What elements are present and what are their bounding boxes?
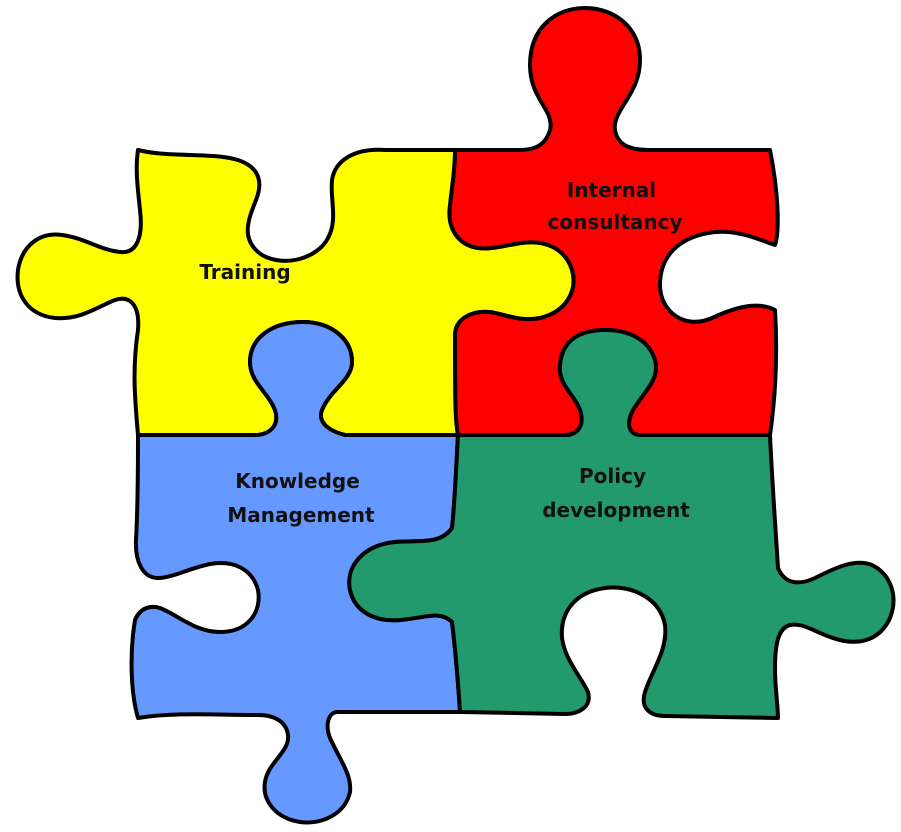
label-internal-consultancy-line-2: consultancy	[547, 210, 682, 234]
piece-knowledge-management-shape	[129, 320, 462, 825]
label-training-line-1: Training	[199, 260, 290, 284]
label-knowledge-management-line-1: Knowledge	[235, 469, 360, 493]
label-policy-development: Policy development	[542, 464, 690, 522]
label-knowledge-management: Knowledge Management	[227, 469, 375, 527]
piece-policy-development: Policy development	[347, 328, 896, 720]
label-policy-development-line-1: Policy	[579, 464, 646, 488]
piece-policy-development-shape	[347, 328, 896, 720]
label-training: Training	[199, 260, 290, 284]
label-knowledge-management-line-2: Management	[227, 503, 375, 527]
label-internal-consultancy: Internal consultancy	[547, 178, 682, 234]
piece-knowledge-management: Knowledge Management	[129, 320, 462, 825]
label-internal-consultancy-line-1: Internal	[567, 178, 656, 202]
label-policy-development-line-2: development	[542, 498, 690, 522]
